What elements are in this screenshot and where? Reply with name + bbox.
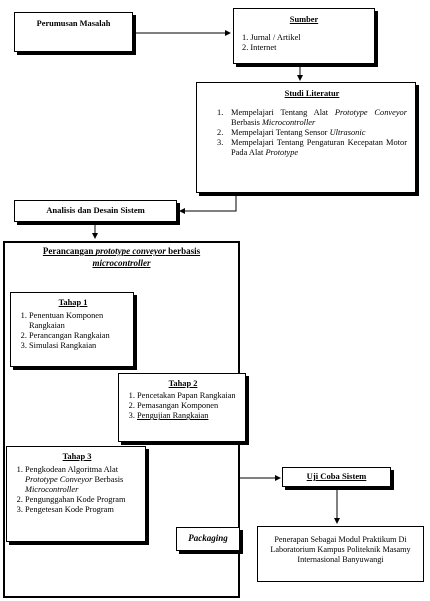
studi-item-1: 1. Mempelajari Tentang Alat Prototype Co… bbox=[217, 108, 407, 128]
tahap3-item-1: Pengkodean Algoritma Alat Prototype Conv… bbox=[25, 465, 141, 495]
studi-literatur-title: Studi Literatur bbox=[284, 89, 340, 98]
tahap1-box: Tahap 1 Penentuan Komponen Rangkaian Per… bbox=[10, 292, 134, 367]
tahap1-title: Tahap 1 bbox=[58, 298, 88, 307]
tahap1-item-3: Simulasi Rangkaian bbox=[29, 341, 129, 351]
tahap2-box: Tahap 2 Pencetakan Papan Rangkaian Pemas… bbox=[118, 373, 246, 442]
uji-coba-box: Uji Coba Sistem bbox=[282, 467, 391, 487]
perumusan-masalah-box: Perumusan Masalah bbox=[14, 12, 133, 52]
tahap2-item-3: Pengujian Rangkaian bbox=[137, 411, 241, 421]
analisis-desain-label: Analisis dan Desain Sistem bbox=[46, 205, 145, 215]
packaging-label: Packaging bbox=[188, 533, 228, 543]
sumber-title: Sumber bbox=[289, 15, 319, 24]
tahap3-item-2: Pengunggahan Kode Program bbox=[25, 495, 141, 505]
analisis-desain-box: Analisis dan Desain Sistem bbox=[14, 200, 177, 222]
tahap1-item-2: Perancangan Rangkaian bbox=[29, 331, 129, 341]
sumber-item-1: 1. Jurnal / Artikel bbox=[242, 33, 301, 43]
studi-literatur-box: Studi Literatur 1. Mempelajari Tentang A… bbox=[196, 82, 416, 193]
sumber-item-2: 2. Internet bbox=[242, 43, 277, 53]
penerapan-label: Penerapan Sebagai Modul Praktikum Di Lab… bbox=[270, 535, 411, 564]
tahap2-item-2: Pemasangan Komponen bbox=[137, 401, 241, 411]
perancangan-title: Perancangan prototype conveyor berbasis … bbox=[42, 246, 201, 268]
tahap1-item-1: Penentuan Komponen Rangkaian bbox=[29, 311, 129, 331]
tahap3-box: Tahap 3 Pengkodean Algoritma Alat Protot… bbox=[6, 446, 146, 542]
uji-coba-label: Uji Coba Sistem bbox=[306, 471, 367, 481]
tahap2-title: Tahap 2 bbox=[168, 379, 198, 388]
packaging-box: Packaging bbox=[176, 527, 240, 551]
studi-item-3: 3. Mempelajari Tentang Pengaturan Kecepa… bbox=[217, 138, 407, 158]
tahap2-item-1: Pencetakan Papan Rangkaian bbox=[137, 391, 241, 401]
studi-item-2: 2. Mempelajari Tentang Sensor Ultrasonic bbox=[217, 128, 366, 138]
tahap3-title: Tahap 3 bbox=[62, 452, 92, 461]
penerapan-box: Penerapan Sebagai Modul Praktikum Di Lab… bbox=[257, 526, 424, 582]
tahap3-item-3: Pengetesan Kode Program bbox=[25, 505, 141, 515]
perumusan-masalah-label: Perumusan Masalah bbox=[36, 19, 111, 28]
sumber-box: Sumber 1. Jurnal / Artikel 2. Internet bbox=[233, 8, 375, 64]
arrow-studi-to-analisis bbox=[179, 194, 237, 214]
